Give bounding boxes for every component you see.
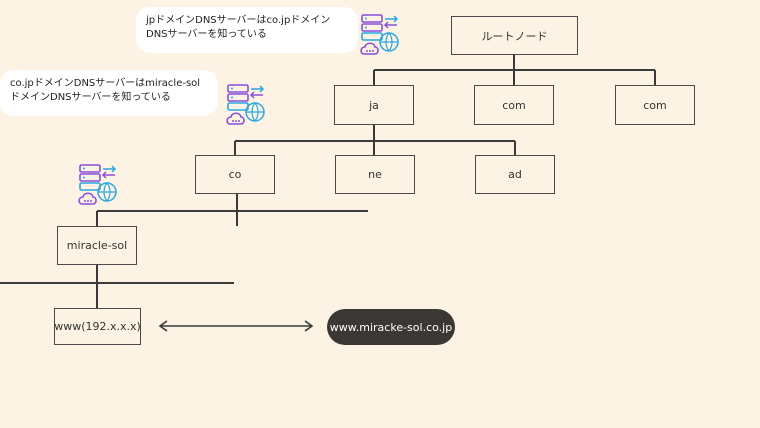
node-ne-label: ne [368,168,382,181]
jp-bubble-line1: jpドメインDNSサーバーはco.jpドメイン [146,15,331,26]
jp-bubble-line2: DNSサーバーを知っている [146,29,267,40]
node-ad-label: ad [508,168,522,181]
node-co-label: co [228,168,242,181]
node-root: ルートノード [451,16,578,55]
cojp-dns-speech-bubble: co.jpドメインDNSサーバーはmiracle-sol ドメインDNSサーバー… [0,70,218,116]
node-miracle-sol: miracle-sol [57,226,137,265]
dns-server-icon [78,164,117,205]
node-com-1-label: com [502,98,526,112]
jp-dns-speech-bubble: jpドメインDNSサーバーはco.jpドメイン DNSサーバーを知っている [136,7,358,53]
node-ja: ja [334,85,414,125]
node-com-2-label: com [643,98,667,112]
cojp-bubble-line1: co.jpドメインDNSサーバーはmiracle-sol [10,78,201,89]
cojp-bubble-line2: ドメインDNSサーバーを知っている [10,92,171,103]
dns-server-icon [226,84,265,125]
node-ja-label: ja [369,98,379,112]
dns-server-icon [360,14,399,55]
node-ne: ne [335,155,415,194]
node-com-2: com [615,85,695,125]
node-com-1: com [474,85,554,125]
node-co: co [195,155,275,194]
domain-name-pill: www.miracke-sol.co.jp [327,309,455,345]
node-www: www(192.x.x.x) [54,308,141,345]
node-ad: ad [475,155,555,194]
domain-name-label: www.miracke-sol.co.jp [329,320,453,334]
node-root-label: ルートノード [481,29,548,43]
node-miracle-sol-label: miracle-sol [66,239,128,252]
node-www-label: www(192.x.x.x) [54,320,141,333]
